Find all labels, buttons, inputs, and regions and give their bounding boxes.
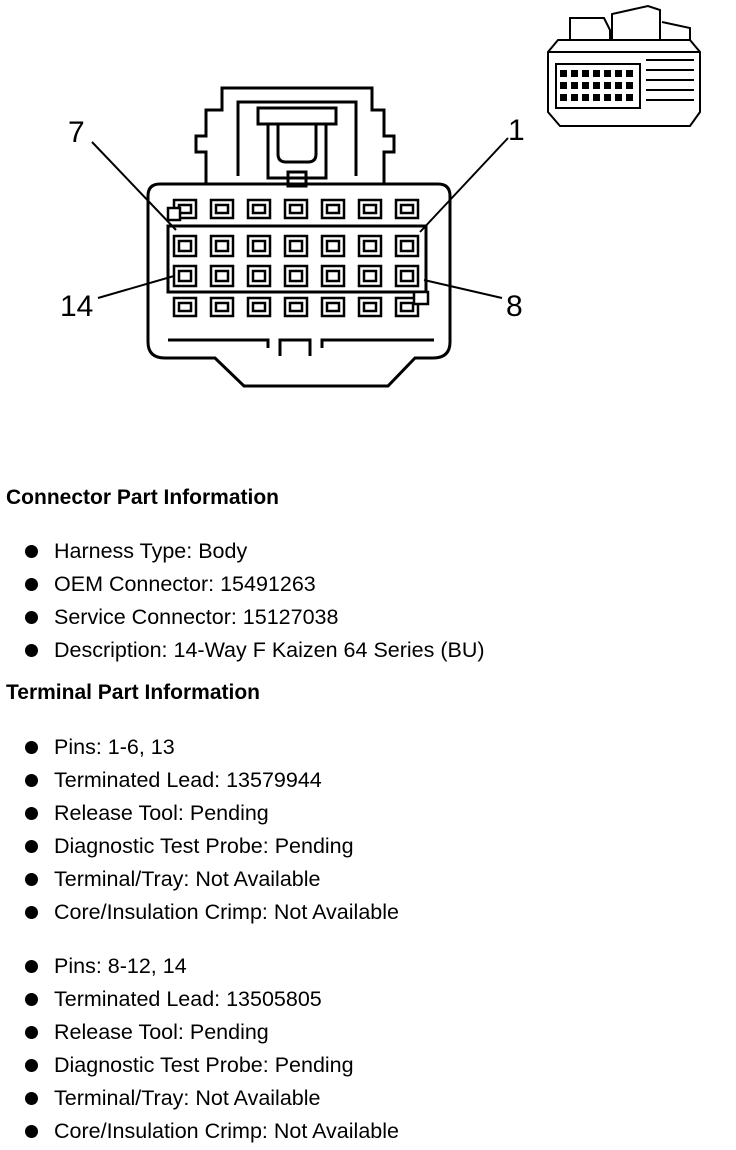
latch-housing — [194, 86, 396, 184]
cavity-inner — [177, 239, 193, 253]
connector-body — [146, 182, 452, 388]
thumbnail-cavity — [615, 70, 622, 77]
pin-label-8: 8 — [506, 290, 523, 323]
thumbnail-cavity — [626, 82, 633, 89]
cavity-inner — [288, 301, 304, 313]
thumbnail-cavity — [582, 82, 589, 89]
cavity-inner — [362, 203, 378, 215]
list-item: Terminated Lead: 13579944 — [0, 764, 399, 797]
cavity-inner — [399, 269, 415, 283]
cavity-inner — [362, 301, 378, 313]
cavity-inner — [399, 239, 415, 253]
cavity-inner — [214, 239, 230, 253]
cavity-inner — [177, 301, 193, 313]
thumbnail-cavity — [593, 82, 600, 89]
cavity-inner — [251, 269, 267, 283]
thumbnail-cavity — [560, 82, 567, 89]
thumbnail-cavity — [571, 94, 578, 101]
cavity-inner — [214, 203, 230, 215]
cavity-inner — [325, 269, 341, 283]
latch-lever — [266, 124, 328, 180]
thumbnail-cavity — [615, 82, 622, 89]
list-item: Terminal/Tray: Not Available — [0, 1082, 399, 1115]
key-top-left — [166, 206, 182, 222]
thumbnail-cavity — [571, 70, 578, 77]
pin-label-14: 14 — [60, 290, 93, 323]
thumbnail-cavity — [560, 94, 567, 101]
leader-pin-7 — [91, 141, 177, 231]
cavity-inner — [251, 239, 267, 253]
cavity-inner — [399, 203, 415, 215]
polarization-keys — [166, 206, 430, 306]
list-item: Terminated Lead: 13505805 — [0, 983, 399, 1016]
list-item: Diagnostic Test Probe: Pending — [0, 1049, 399, 1082]
latch-inner — [276, 124, 318, 164]
terminal-info-title: Terminal Part Information — [6, 681, 260, 704]
cavity-inner — [362, 239, 378, 253]
thumbnail-cavity — [593, 70, 600, 77]
cavity-inner — [214, 269, 230, 283]
thumbnail-cavities — [560, 70, 633, 101]
leader-pin-1 — [419, 137, 509, 233]
key-bottom-right — [412, 290, 430, 306]
list-item: OEM Connector: 15491263 — [0, 568, 485, 601]
list-item: Core/Insulation Crimp: Not Available — [0, 896, 399, 929]
leader-pin-8 — [423, 279, 503, 299]
cavity-inner — [251, 203, 267, 215]
cavity-inner — [399, 301, 415, 313]
list-item: Harness Type: Body — [0, 535, 485, 568]
cavity-inner — [288, 203, 304, 215]
latch-button — [286, 170, 308, 188]
list-item: Description: 14-Way F Kaizen 64 Series (… — [0, 634, 485, 667]
cavity-inner — [288, 239, 304, 253]
thumbnail-cavity — [571, 82, 578, 89]
thumbnail-cavity — [593, 94, 600, 101]
list-item: Diagnostic Test Probe: Pending — [0, 830, 399, 863]
thumbnail-cavity — [560, 70, 567, 77]
cavity-inner — [177, 269, 193, 283]
list-item: Release Tool: Pending — [0, 1016, 399, 1049]
connector-info-title: Connector Part Information — [6, 486, 280, 509]
list-item: Pins: 8-12, 14 — [0, 950, 399, 983]
cavity-inner — [325, 301, 341, 313]
latch-tab — [256, 106, 338, 126]
pin-label-7: 7 — [68, 116, 85, 149]
connector-diagram: 7 1 14 8 — [60, 4, 701, 388]
cavity-inner — [325, 239, 341, 253]
cavity-inner — [325, 203, 341, 215]
thumbnail-cavity — [604, 82, 611, 89]
thumbnail-cavity — [615, 94, 622, 101]
connector-thumbnail — [547, 4, 701, 127]
terminal-cavities — [172, 198, 420, 318]
thumbnail-cavity — [604, 70, 611, 77]
thumbnail-cavity — [604, 94, 611, 101]
list-item: Service Connector: 15127038 — [0, 601, 485, 634]
thumbnail-cavity — [582, 94, 589, 101]
cavity-inner — [362, 269, 378, 283]
list-item: Release Tool: Pending — [0, 797, 399, 830]
list-item: Terminal/Tray: Not Available — [0, 863, 399, 896]
bottom-rail — [168, 338, 434, 356]
list-item: Pins: 1-6, 13 — [0, 731, 399, 764]
thumbnail-cavity — [626, 70, 633, 77]
thumbnail-cavity — [626, 94, 633, 101]
pin-label-1: 1 — [508, 114, 525, 147]
thumbnail-cavity — [582, 70, 589, 77]
list-item: Core/Insulation Crimp: Not Available — [0, 1115, 399, 1148]
latch-arm — [236, 100, 358, 176]
cavity-inner — [214, 301, 230, 313]
cavity-inner — [251, 301, 267, 313]
cavity-inner — [288, 269, 304, 283]
leader-pin-14 — [97, 275, 175, 299]
